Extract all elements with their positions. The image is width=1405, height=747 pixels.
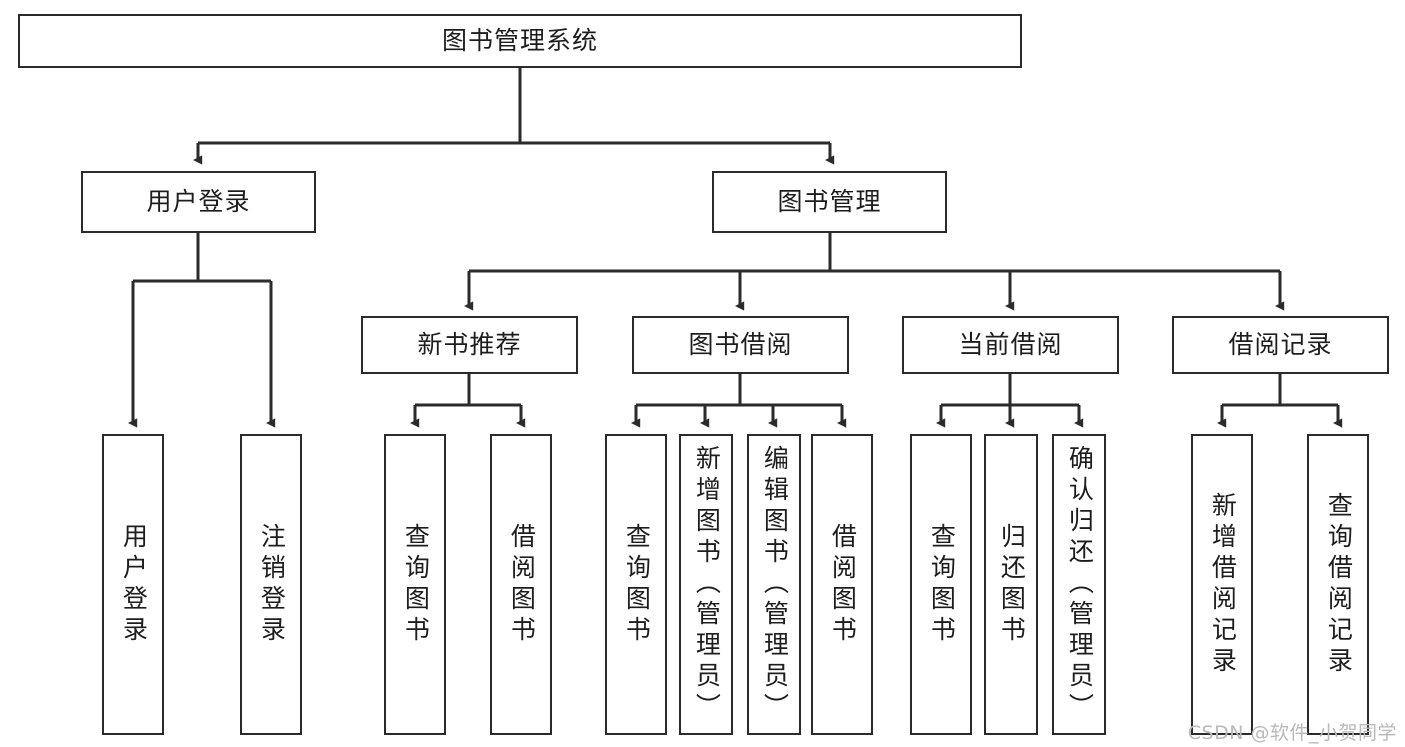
node-leaf-edit-book[interactable]: 编辑图书（管理员） bbox=[747, 434, 801, 735]
node-leaf-edit-book-label: 编辑图书（管理员） bbox=[760, 445, 790, 724]
node-leaf-return-book-label: 归还图书 bbox=[997, 522, 1027, 647]
node-leaf-borrow-book-2-label: 借阅图书 bbox=[828, 522, 858, 647]
node-book-borrow[interactable]: 图书借阅 bbox=[632, 316, 849, 374]
node-current-borrow-label: 当前借阅 bbox=[958, 330, 1063, 360]
node-leaf-return-book[interactable]: 归还图书 bbox=[984, 434, 1038, 735]
node-leaf-query-record[interactable]: 查询借阅记录 bbox=[1307, 434, 1369, 735]
node-leaf-query-book-3[interactable]: 查询图书 bbox=[910, 434, 972, 735]
node-leaf-user-login[interactable]: 用户登录 bbox=[102, 434, 164, 735]
node-leaf-query-book-3-label: 查询图书 bbox=[927, 522, 957, 647]
node-borrow-record-label: 借阅记录 bbox=[1228, 330, 1333, 360]
node-new-book-recommend-label: 新书推荐 bbox=[417, 330, 522, 360]
node-root[interactable]: 图书管理系统 bbox=[18, 14, 1022, 68]
node-leaf-borrow-book-1-label: 借阅图书 bbox=[507, 522, 537, 647]
node-leaf-user-login-label: 用户登录 bbox=[119, 522, 149, 647]
node-leaf-query-book-1[interactable]: 查询图书 bbox=[384, 434, 446, 735]
node-leaf-add-record-label: 新增借阅记录 bbox=[1208, 491, 1238, 678]
node-leaf-borrow-book-1[interactable]: 借阅图书 bbox=[490, 434, 552, 735]
node-new-book-recommend[interactable]: 新书推荐 bbox=[361, 316, 578, 374]
node-book-borrow-label: 图书借阅 bbox=[688, 330, 793, 360]
node-leaf-add-book-label: 新增图书（管理员） bbox=[692, 445, 722, 724]
csdn-watermark: CSDN @软件_小贺同学 bbox=[1187, 722, 1397, 744]
node-leaf-add-book[interactable]: 新增图书（管理员） bbox=[679, 434, 733, 735]
node-leaf-logout-login[interactable]: 注销登录 bbox=[240, 434, 302, 735]
node-book-management-label: 图书管理 bbox=[777, 187, 882, 217]
node-user-login[interactable]: 用户登录 bbox=[81, 171, 316, 233]
node-leaf-query-book-2[interactable]: 查询图书 bbox=[605, 434, 667, 735]
node-root-label: 图书管理系统 bbox=[441, 26, 598, 56]
node-leaf-query-book-1-label: 查询图书 bbox=[401, 522, 431, 647]
node-book-management[interactable]: 图书管理 bbox=[712, 171, 947, 233]
node-leaf-logout-login-label: 注销登录 bbox=[257, 522, 287, 647]
node-leaf-add-record[interactable]: 新增借阅记录 bbox=[1191, 434, 1253, 735]
node-leaf-confirm-return[interactable]: 确认归还（管理员） bbox=[1052, 434, 1106, 735]
node-user-login-label: 用户登录 bbox=[146, 187, 251, 217]
node-leaf-query-book-2-label: 查询图书 bbox=[622, 522, 652, 647]
node-leaf-borrow-book-2[interactable]: 借阅图书 bbox=[811, 434, 873, 735]
node-leaf-query-record-label: 查询借阅记录 bbox=[1324, 491, 1354, 678]
node-borrow-record[interactable]: 借阅记录 bbox=[1172, 316, 1389, 374]
node-leaf-confirm-return-label: 确认归还（管理员） bbox=[1065, 445, 1095, 724]
node-current-borrow[interactable]: 当前借阅 bbox=[902, 316, 1119, 374]
